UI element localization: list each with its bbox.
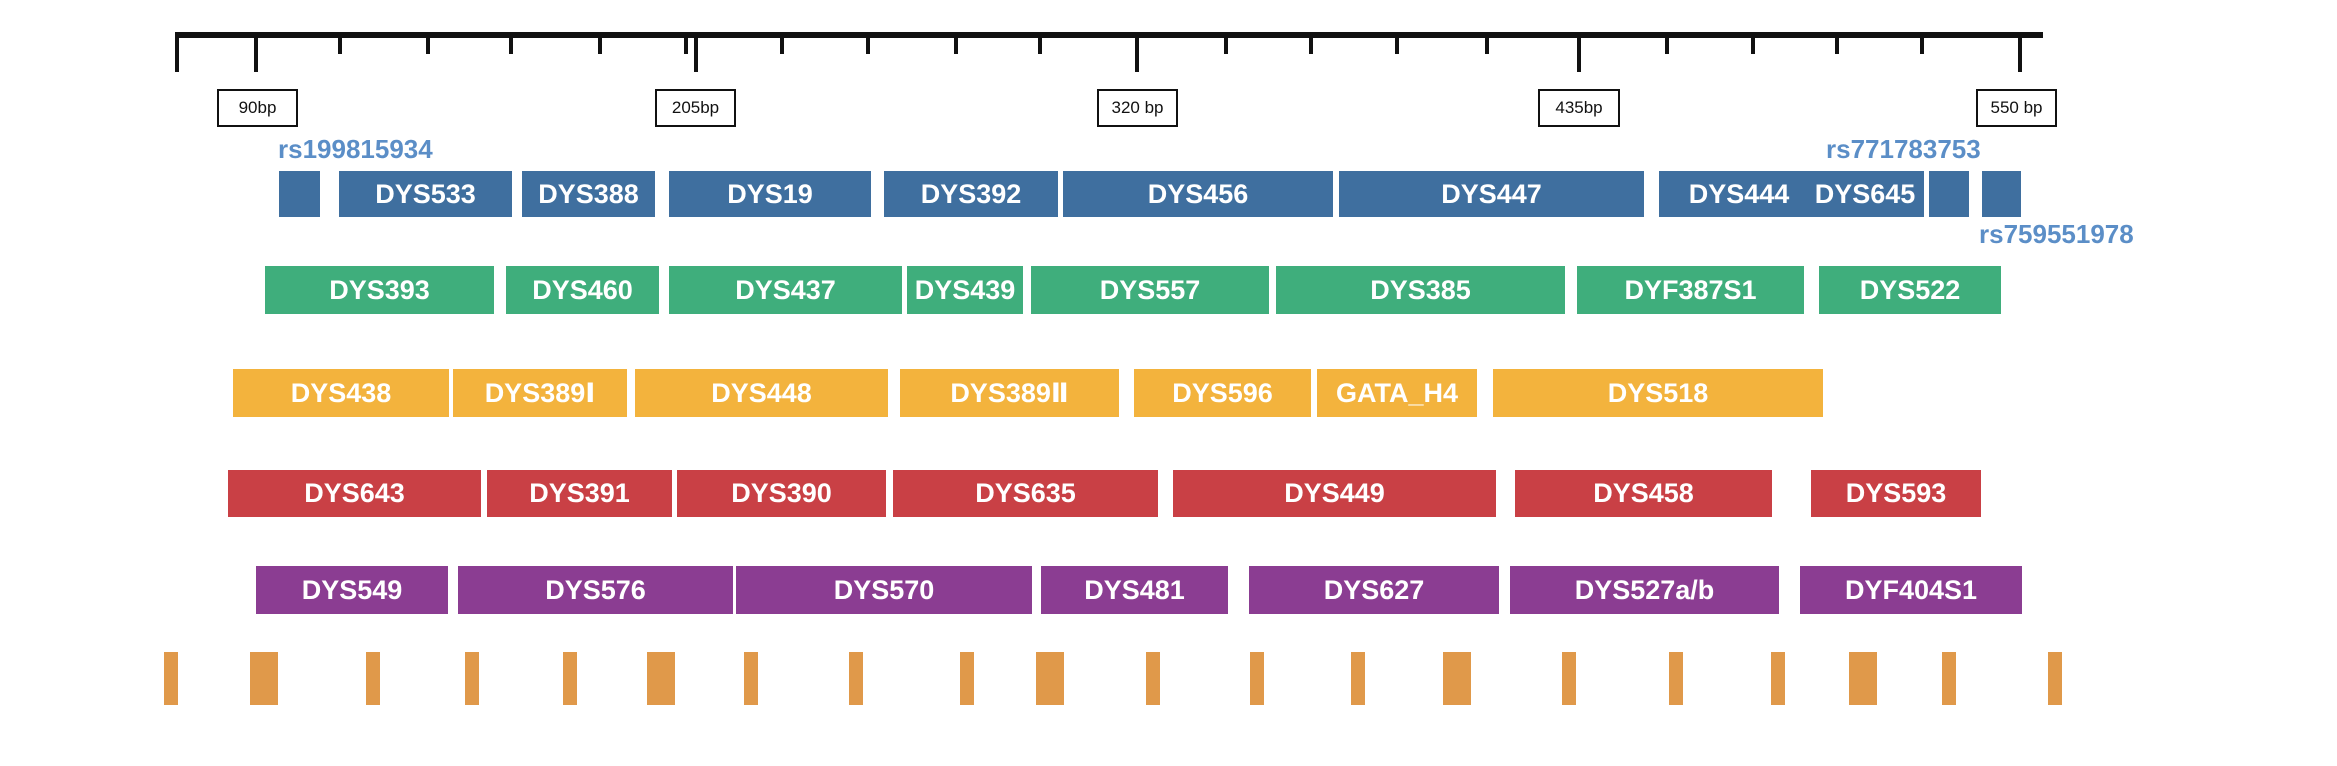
marker-bar-dys627: DYS627 — [1249, 566, 1499, 614]
bottom-mark — [563, 652, 577, 705]
marker-bar-dys527a-b: DYS527a/b — [1510, 566, 1779, 614]
bottom-mark — [1669, 652, 1683, 705]
marker-bar-dys448: DYS448 — [635, 369, 888, 417]
rs-label-rs759551978: rs759551978 — [1979, 219, 2134, 249]
ruler-major-tick — [1577, 32, 1581, 72]
bottom-mark — [250, 652, 278, 705]
ruler-minor-tick — [954, 32, 958, 54]
bottom-mark — [1771, 652, 1785, 705]
marker-bar-dys447: DYS447 — [1339, 171, 1644, 217]
marker-bar-dys389-: DYS389Ⅱ — [900, 369, 1119, 417]
marker-bar-dys389-: DYS389Ⅰ — [453, 369, 627, 417]
bottom-mark — [164, 652, 178, 705]
ruler-minor-tick — [1224, 32, 1228, 54]
marker-bar-dys438: DYS438 — [233, 369, 449, 417]
marker-bar-dys385: DYS385 — [1276, 266, 1565, 314]
ruler-major-tick — [694, 32, 698, 72]
marker-bar-dys557: DYS557 — [1031, 266, 1269, 314]
marker-bar-dys549: DYS549 — [256, 566, 448, 614]
marker-bar-dys596: DYS596 — [1134, 369, 1311, 417]
ruler-minor-tick — [1395, 32, 1399, 54]
ruler-major-tick — [254, 32, 258, 72]
bottom-mark — [465, 652, 479, 705]
marker-bar-dys444: DYS444 — [1659, 171, 1819, 217]
ruler-minor-tick — [1751, 32, 1755, 54]
marker-bar-dys390: DYS390 — [677, 470, 886, 517]
bottom-mark — [366, 652, 380, 705]
marker-bar-dyf404s1: DYF404S1 — [1800, 566, 2022, 614]
marker-bar-unlabeled — [1982, 171, 2021, 217]
marker-bar-dys635: DYS635 — [893, 470, 1158, 517]
ruler-major-tick — [1135, 32, 1139, 72]
marker-bar-dys643: DYS643 — [228, 470, 481, 517]
ruler-minor-tick — [780, 32, 784, 54]
marker-bar-dyf387s1: DYF387S1 — [1577, 266, 1804, 314]
bottom-mark — [1849, 652, 1877, 705]
marker-bar-dys522: DYS522 — [1819, 266, 2001, 314]
ruler-minor-tick — [1309, 32, 1313, 54]
ruler-minor-tick — [866, 32, 870, 54]
bottom-mark — [849, 652, 863, 705]
marker-bar-dys518: DYS518 — [1493, 369, 1823, 417]
ruler-label-90bp: 90bp — [217, 89, 298, 127]
bottom-mark — [744, 652, 758, 705]
marker-bar-dys456: DYS456 — [1063, 171, 1333, 217]
ruler-minor-tick — [426, 32, 430, 54]
ruler-major-tick — [2018, 32, 2022, 72]
marker-bar-dys645: DYS645 — [1806, 171, 1924, 217]
marker-bar-dys439: DYS439 — [907, 266, 1023, 314]
bottom-mark — [1250, 652, 1264, 705]
bottom-mark — [2048, 652, 2062, 705]
marker-bar-unlabeled — [1929, 171, 1969, 217]
bottom-mark — [1562, 652, 1576, 705]
marker-bar-dys437: DYS437 — [669, 266, 902, 314]
bottom-mark — [1351, 652, 1365, 705]
marker-bar-dys593: DYS593 — [1811, 470, 1981, 517]
marker-bar-dys570: DYS570 — [736, 566, 1032, 614]
ruler-minor-tick — [1665, 32, 1669, 54]
marker-bar-dys449: DYS449 — [1173, 470, 1496, 517]
marker-bar-dys391: DYS391 — [487, 470, 672, 517]
marker-bar-dys481: DYS481 — [1041, 566, 1228, 614]
rs-label-rs199815934: rs199815934 — [278, 134, 433, 164]
ruler-label-550bp: 550 bp — [1976, 89, 2057, 127]
bottom-mark — [1443, 652, 1471, 705]
ruler-minor-tick — [1920, 32, 1924, 54]
ruler-axis-line — [177, 32, 2043, 38]
rs-label-rs771783753: rs771783753 — [1826, 134, 1981, 164]
marker-bar-dys388: DYS388 — [522, 171, 655, 217]
bottom-mark — [1036, 652, 1064, 705]
ruler-minor-tick — [1038, 32, 1042, 54]
ruler-minor-tick — [598, 32, 602, 54]
bottom-mark — [1942, 652, 1956, 705]
bottom-mark — [647, 652, 675, 705]
ruler-label-435bp: 435bp — [1538, 89, 1620, 127]
marker-bar-dys392: DYS392 — [884, 171, 1058, 217]
marker-bar-unlabeled — [279, 171, 320, 217]
ruler-minor-tick — [1835, 32, 1839, 54]
marker-bar-dys458: DYS458 — [1515, 470, 1772, 517]
marker-bar-dys576: DYS576 — [458, 566, 733, 614]
marker-bar-dys19: DYS19 — [669, 171, 871, 217]
ruler-label-320bp: 320 bp — [1097, 89, 1178, 127]
marker-bar-dys533: DYS533 — [339, 171, 512, 217]
bottom-mark — [1146, 652, 1160, 705]
ruler-minor-tick — [684, 32, 688, 54]
bottom-mark — [960, 652, 974, 705]
marker-bar-dys393: DYS393 — [265, 266, 494, 314]
ruler-minor-tick — [338, 32, 342, 54]
ruler-major-tick — [175, 32, 179, 72]
ruler-minor-tick — [509, 32, 513, 54]
marker-bar-gata-h4: GATA_H4 — [1317, 369, 1477, 417]
ruler-minor-tick — [1485, 32, 1489, 54]
ruler-label-205bp: 205bp — [655, 89, 736, 127]
marker-bar-dys460: DYS460 — [506, 266, 659, 314]
